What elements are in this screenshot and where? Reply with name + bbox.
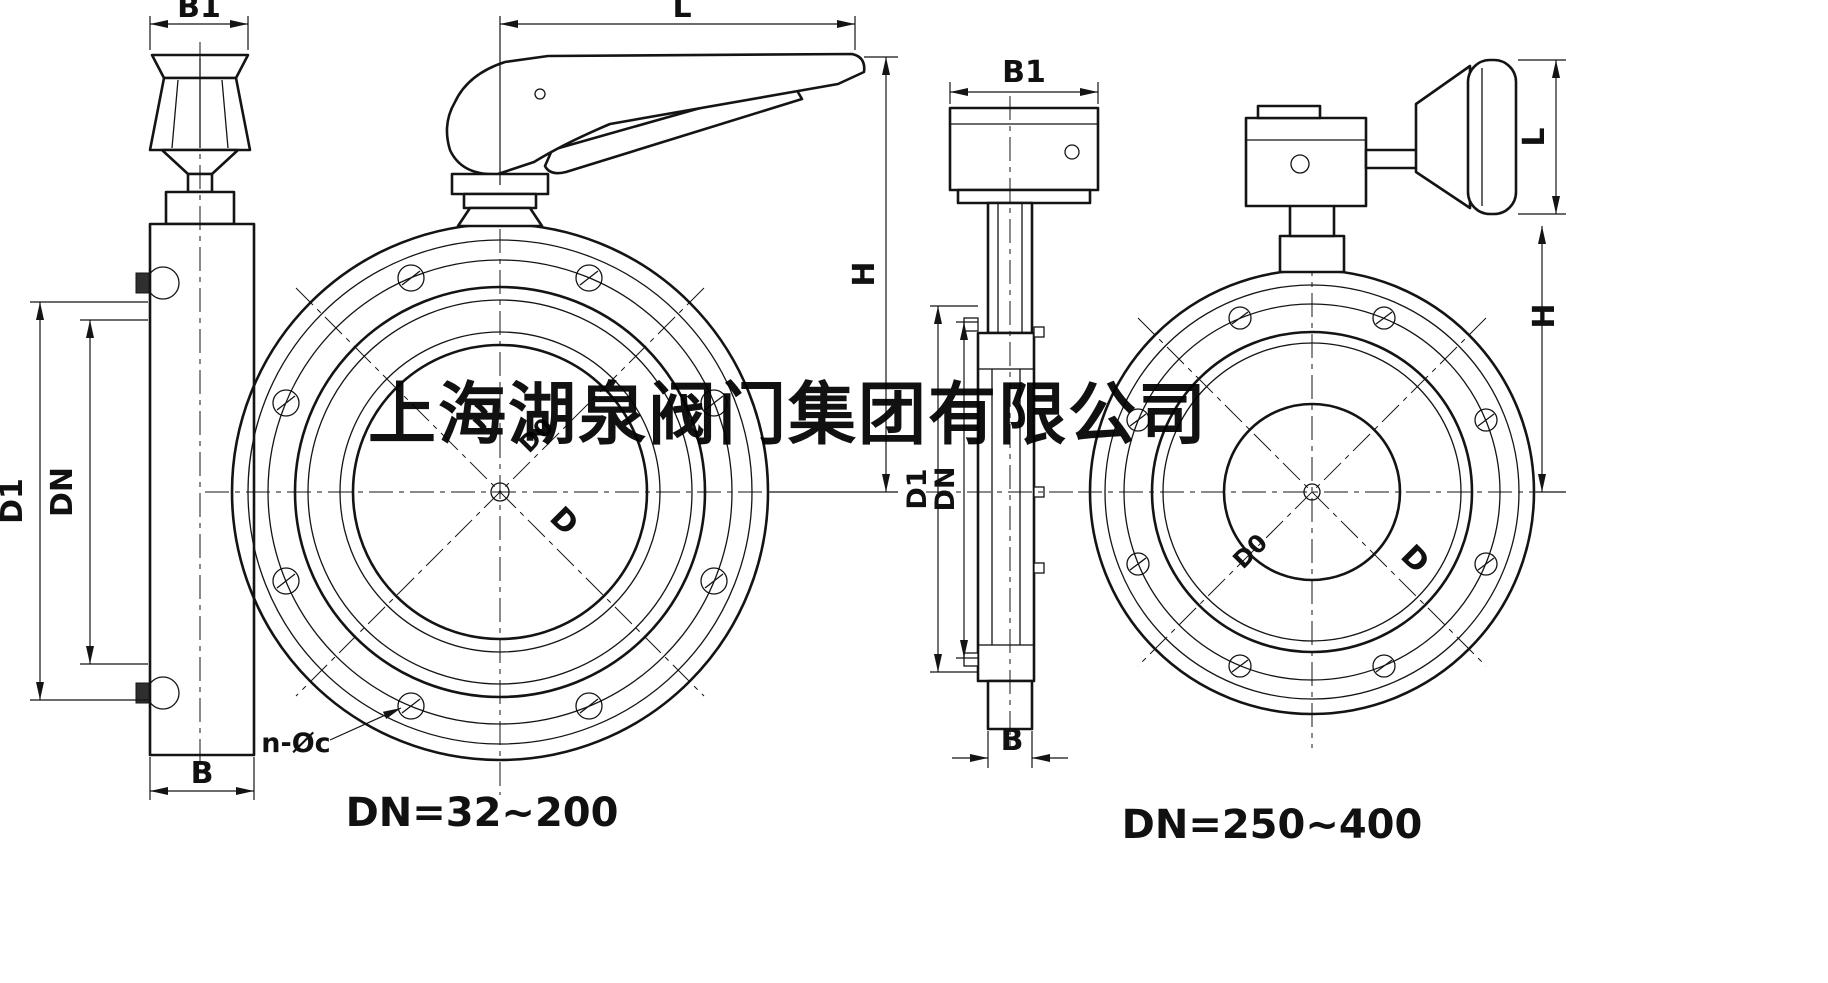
dim-label-d1-small: D1 (0, 478, 30, 524)
dim-label-b-large: B (1001, 723, 1024, 758)
bolt-holes-large (1126, 306, 1498, 678)
dim-h-large: H (1527, 226, 1566, 493)
handwheel-shaft (1364, 148, 1420, 170)
side-view-large: B1 D1 DN B (902, 55, 1100, 768)
company-watermark: 上海湖泉阀门集团有限公司 (368, 376, 1208, 455)
caption-large-valve: DN=250~400 (1122, 802, 1423, 848)
lever-handle (445, 52, 866, 228)
front-view-large: L H D0 D DN=250~400 (1078, 58, 1566, 848)
flange-circles-small (230, 222, 770, 762)
label-n-oc: n-Øc (261, 728, 330, 759)
dim-label-dn-small: DN (45, 467, 80, 517)
dim-d1-large: D1 (902, 305, 978, 673)
caption-small-valve: DN=32~200 (346, 790, 619, 836)
label-d-small: D (543, 500, 585, 542)
dim-dn-small: DN (45, 319, 148, 665)
dim-l-large: L (1517, 59, 1566, 215)
handwheel-cone (1414, 64, 1472, 210)
dim-label-d1-large: D1 (902, 468, 933, 509)
dim-h-small: H (770, 56, 898, 493)
side-view-small: B1 D1 DN B (0, 0, 256, 800)
actuator-top-box (948, 106, 1100, 205)
dim-label-l-small: L (672, 0, 691, 25)
dim-l-small: L (499, 0, 856, 185)
bolt-note-small: n-Øc (261, 707, 402, 759)
dim-label-dn-large: DN (930, 466, 961, 511)
wafer-body-section (963, 317, 1045, 731)
dim-b1-large: B1 (949, 55, 1099, 104)
dim-label-b1-small: B1 (177, 0, 221, 25)
dim-dn-large: DN (930, 321, 978, 659)
valve-body-side (135, 42, 256, 772)
dim-b1-small: B1 (149, 0, 249, 50)
dim-b-large: B (952, 723, 1068, 768)
bolt-holes-small (272, 264, 728, 720)
dim-label-h-large: H (1527, 303, 1562, 328)
dim-label-l-large: L (1517, 127, 1552, 146)
label-d-large: D (1394, 538, 1436, 580)
dim-d1-small: D1 (0, 301, 148, 701)
dim-label-b-small: B (191, 756, 214, 791)
dim-label-h-small: H (847, 261, 882, 286)
dim-b-small: B (149, 756, 255, 800)
gear-actuator (1244, 58, 1518, 274)
handwheel-rim (1466, 58, 1518, 216)
dim-label-b1-large: B1 (1002, 55, 1046, 90)
front-view-small: L H D0 D n-Øc DN=32~200 (205, 0, 898, 836)
